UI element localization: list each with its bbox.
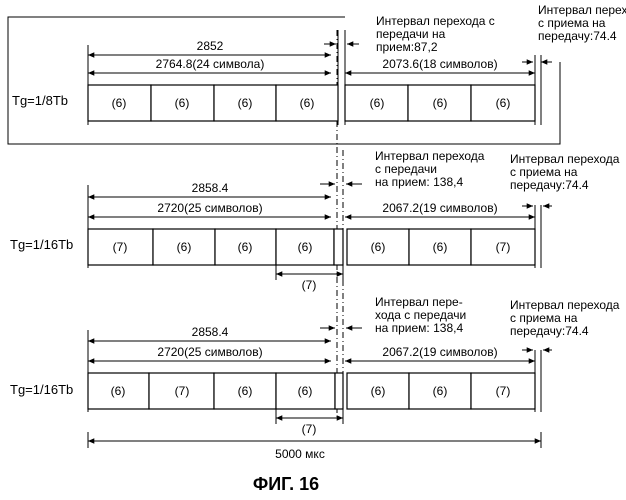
tg-label: Tg=1/16Tb [10, 237, 73, 252]
cell-label: (6) [238, 384, 253, 398]
tg-label: Tg=1/16Tb [10, 382, 73, 397]
uplink-label: 2067.2(19 символов) [382, 201, 497, 215]
downlink-label: 2764.8(24 символа) [156, 57, 265, 71]
cell-label: (6) [238, 96, 253, 110]
downlink-cells: (7) (6) (6) (6) [88, 229, 343, 265]
cell-label: (7) [175, 384, 190, 398]
rtg-note-line: с приема на [510, 165, 578, 179]
uplink-cells: (6) (6) (7) [347, 373, 535, 409]
total-label: 5000 мкс [275, 447, 325, 461]
ttg-note-line: на прием: 138,4 [375, 175, 463, 189]
cell-label: (6) [433, 384, 448, 398]
cell-label: (6) [175, 96, 190, 110]
uplink-label: 2073.6(18 символов) [382, 57, 497, 71]
cell-label: (6) [371, 240, 386, 254]
rtg-note-line: Интервал перехода [510, 152, 620, 166]
rtg-note-line: передачу:74.4 [510, 178, 589, 192]
frame-total-label: 2858.4 [192, 325, 229, 339]
section-tg-1-16-a: Tg=1/16Tb 2858.4 2720(25 символов) 2067.… [10, 149, 620, 292]
downlink-label: 2720(25 символов) [157, 345, 262, 359]
section-1-frame [8, 17, 560, 144]
ttg-note-line: Интервал перехода с [376, 14, 495, 28]
rtg-note-line: с приема на [510, 311, 578, 325]
cell-label: (7) [496, 240, 511, 254]
tg-label: Tg=1/8Tb [12, 93, 68, 108]
uplink-cells: (6) (6) (6) [345, 85, 535, 121]
total-frame-dimension: 5000 мкс [88, 432, 541, 461]
uplink-cells: (6) (6) (7) [347, 229, 535, 265]
ttg-note-line: с передачи [375, 162, 437, 176]
frame-total-label: 2858.4 [192, 181, 229, 195]
figure-caption: ФИГ. 16 [253, 474, 319, 494]
extra-symbol-cell [335, 373, 343, 409]
cell-label: (6) [112, 96, 127, 110]
section-tg-1-16-b: Tg=1/16Tb 2858.4 2720(25 символов) 2067.… [10, 295, 620, 436]
cell-label: (6) [298, 240, 313, 254]
downlink-cells: (6) (6) (6) (6) [88, 85, 338, 121]
uplink-label: 2067.2(19 символов) [382, 345, 497, 359]
cell-label: (6) [111, 384, 126, 398]
rtg-note-line: Интервал перехода [510, 298, 620, 312]
cell-label: (6) [298, 384, 313, 398]
cell-label: (6) [177, 240, 192, 254]
section-tg-1-8: Tg=1/8Tb 2852 2764.8(24 символа) 2073.6(… [12, 3, 626, 125]
extra-label: (7) [302, 422, 317, 436]
frame-total-label: 2852 [197, 39, 224, 53]
downlink-cells: (6) (7) (6) (6) [88, 373, 343, 409]
rtg-note-line: передачу:74.4 [510, 324, 589, 338]
cell-label: (6) [238, 240, 253, 254]
cell-label: (6) [300, 96, 315, 110]
cell-label: (6) [370, 96, 385, 110]
rtg-note-line: Интервал перехода [538, 3, 626, 17]
ttg-note-line: на прием: 138,4 [375, 321, 463, 335]
ttg-note-line: Интервал пере- [375, 295, 463, 309]
extra-label: (7) [302, 278, 317, 292]
cell-label: (6) [433, 96, 448, 110]
extra-symbol-cell [334, 229, 343, 265]
cell-label: (7) [496, 384, 511, 398]
cell-label: (7) [113, 240, 128, 254]
ttg-note-line: хода с передачи [375, 308, 466, 322]
cell-label: (6) [371, 384, 386, 398]
downlink-label: 2720(25 символов) [157, 201, 262, 215]
cell-label: (6) [433, 240, 448, 254]
ttg-note-line: прием:87,2 [376, 40, 438, 54]
rtg-note-line: с приема на [538, 16, 606, 30]
cell-label: (6) [496, 96, 511, 110]
ttg-note-line: передачи на [376, 27, 446, 41]
ttg-note-line: Интервал перехода [375, 149, 485, 163]
rtg-note-line: передачу:74.4 [538, 29, 617, 43]
